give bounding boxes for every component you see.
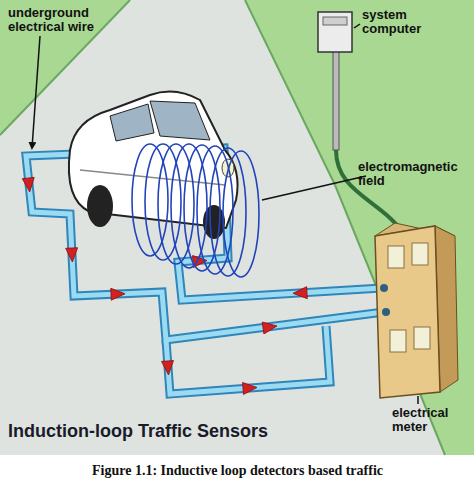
car (87, 185, 113, 227)
electrical-meter-box (382, 308, 390, 316)
current-arrow (243, 382, 258, 395)
leader-line (354, 24, 360, 28)
car (150, 101, 210, 140)
current-arrow (262, 320, 278, 334)
current-arrow (293, 287, 308, 300)
electrical-meter-box (375, 226, 440, 398)
current-arrow (22, 177, 35, 192)
figure-caption: Figure 1.1: Inductive loop detectors bas… (92, 462, 383, 480)
ground (0, 0, 474, 455)
leader-line (32, 36, 40, 148)
current-arrow (162, 361, 175, 376)
current-arrow (111, 288, 125, 300)
electromagnetic-field (132, 144, 259, 277)
part-label: electromagnetic field (358, 160, 470, 188)
leader-line (262, 176, 366, 200)
electrical-meter-box (414, 327, 430, 349)
ground (0, 0, 474, 455)
car (69, 91, 238, 239)
leader-line (32, 24, 418, 404)
car (80, 170, 225, 185)
leader-line (417, 396, 419, 404)
system-computer-box (323, 17, 347, 25)
current-arrow (66, 248, 79, 263)
electromagnetic-field (223, 151, 259, 277)
system-computer-box (318, 12, 352, 150)
system-computer-box (333, 50, 339, 150)
electrical-meter-box (412, 243, 428, 265)
part-label: underground electrical wire (8, 6, 116, 34)
electrical-meter-box (380, 284, 388, 292)
diagram-title: Induction-loop Traffic Sensors (8, 420, 268, 442)
system-computer-box (318, 12, 352, 52)
part-label: system computer (362, 8, 444, 36)
electrical-meter-box (375, 223, 458, 398)
loop-wire (166, 326, 330, 394)
electrical-meter-box (390, 330, 406, 352)
part-label: electrical meter (392, 406, 470, 434)
electrical-meter-box (388, 246, 404, 268)
car (110, 104, 154, 141)
